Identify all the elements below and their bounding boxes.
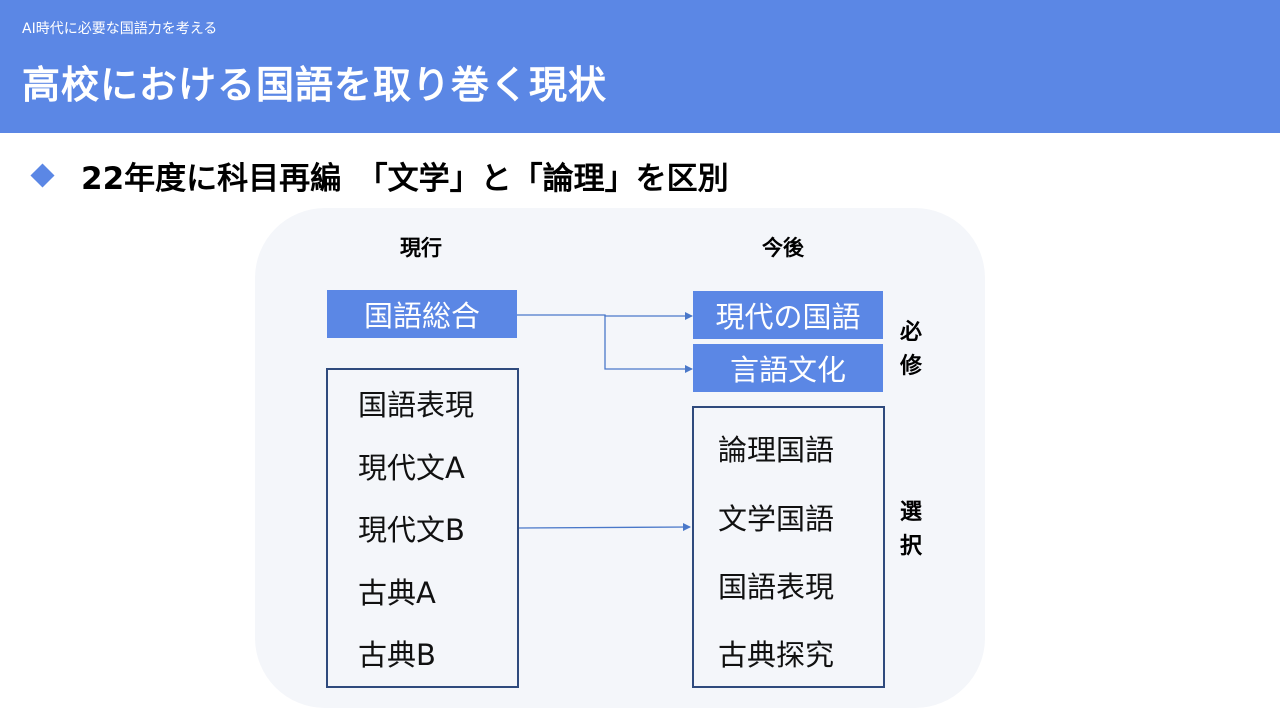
current-column-heading: 現行 xyxy=(400,236,442,260)
future-required-box-2: 言語文化 xyxy=(693,344,883,392)
current-required-box: 国語総合 xyxy=(327,290,517,338)
future-column-heading: 今後 xyxy=(762,236,804,260)
future-elective-item: 論理国語 xyxy=(718,433,835,467)
future-elective-item: 古典探究 xyxy=(718,638,835,672)
current-elective-item: 国語表現 xyxy=(358,388,475,422)
current-elective-item: 現代文A xyxy=(358,451,465,485)
future-required-box-1: 現代の国語 xyxy=(693,291,883,339)
elective-label-char: 選 xyxy=(899,500,922,525)
future-required-label: 現代の国語 xyxy=(715,300,861,334)
required-label-char: 必 xyxy=(899,320,922,345)
future-elective-item: 国語表現 xyxy=(718,570,835,604)
future-elective-item: 文学国語 xyxy=(718,502,835,536)
elective-label: 選 択 xyxy=(896,496,926,564)
current-elective-item: 古典B xyxy=(358,638,436,672)
header-subtitle: AI時代に必要な国語力を考える xyxy=(22,21,218,37)
slide-title: 高校における国語を取り巻く現状 xyxy=(22,63,608,107)
current-elective-item: 現代文B xyxy=(358,513,465,547)
future-required-label: 言語文化 xyxy=(729,353,846,387)
arrow-to-language-culture xyxy=(604,315,693,373)
slide-header: AI時代に必要な国語力を考える 高校における国語を取り巻く現状 xyxy=(0,0,1280,133)
current-elective-item: 古典A xyxy=(358,576,436,610)
bullet-text: 22年度に科目再編 「文学」と「論理」を区別 xyxy=(81,160,729,197)
required-label: 必 修 xyxy=(896,316,926,384)
required-label-char: 修 xyxy=(899,354,922,379)
current-elective-box xyxy=(326,368,519,688)
future-elective-box xyxy=(692,406,885,688)
bullet-point: 22年度に科目再編 「文学」と「論理」を区別 xyxy=(30,152,729,198)
elective-label-char: 択 xyxy=(899,534,922,559)
current-required-label: 国語総合 xyxy=(363,299,480,333)
arrow-to-electives xyxy=(518,523,691,532)
